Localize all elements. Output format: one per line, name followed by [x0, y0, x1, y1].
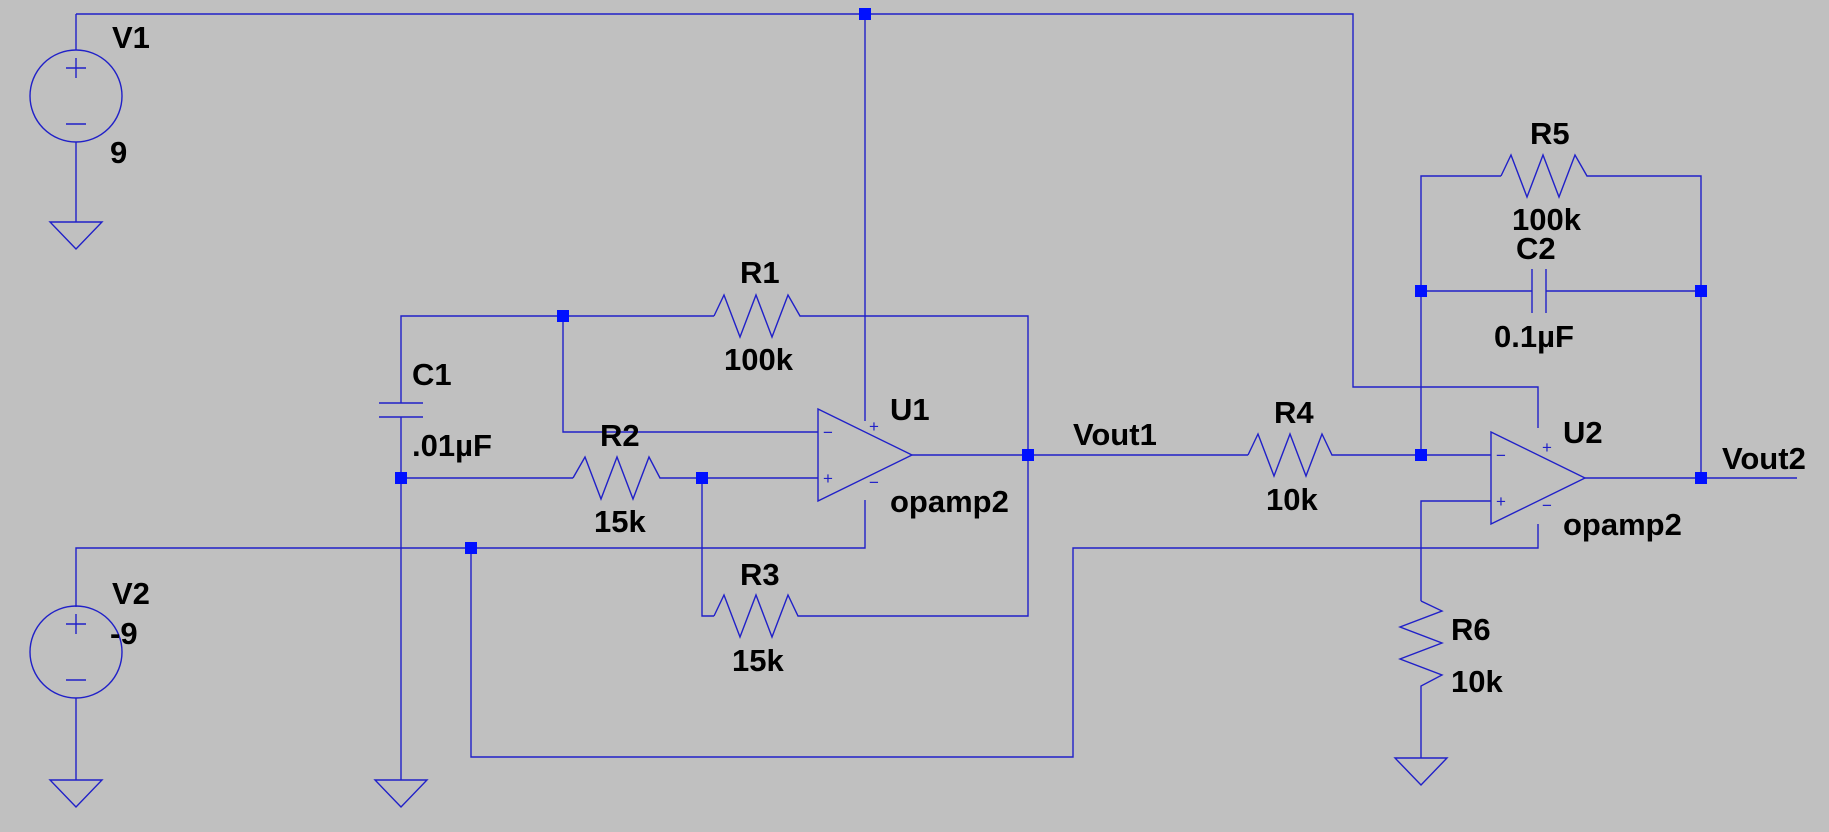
voltage-source-v1[interactable]: V1 9: [29, 20, 150, 170]
wire-r3-right[interactable]: [805, 455, 1029, 617]
capacitor-value: 0.1µF: [1494, 319, 1574, 354]
resistor-name: R1: [740, 255, 780, 290]
pin-vminus-mark: −: [869, 473, 879, 492]
junction-dot[interactable]: [696, 472, 708, 484]
source-name: V2: [112, 576, 150, 611]
resistor-value: 15k: [732, 643, 784, 678]
wire-u1-inv[interactable]: [562, 316, 818, 433]
capacitor-name: C1: [412, 357, 452, 392]
resistor-name: R3: [740, 557, 780, 592]
resistor-r4[interactable]: R4 10k: [1247, 395, 1340, 517]
ground-icon: [48, 779, 104, 809]
wire-c1-top[interactable]: [400, 315, 563, 403]
junction-dot[interactable]: [557, 310, 569, 322]
junction-dot[interactable]: [1415, 285, 1427, 297]
resistor-r2[interactable]: R2 15k: [572, 418, 668, 539]
resistor-value: 100k: [724, 342, 794, 377]
resistor-value: 10k: [1451, 664, 1503, 699]
ground-icon: [373, 779, 429, 809]
resistor-name: R2: [600, 418, 640, 453]
opamp-name: U2: [1563, 415, 1603, 450]
resistor-r5[interactable]: R5 100k: [1500, 116, 1596, 237]
pin-inverting-mark: −: [1496, 446, 1506, 465]
pin-vplus-mark: +: [869, 417, 879, 436]
net-label-vout1[interactable]: Vout1: [1073, 417, 1157, 452]
resistor-r1[interactable]: R1 100k: [713, 255, 810, 377]
resistor-name: R6: [1451, 612, 1491, 647]
net-label-vout2[interactable]: Vout2: [1722, 441, 1806, 476]
pin-noninverting-mark: +: [823, 469, 833, 488]
source-name: V1: [112, 20, 150, 55]
opamp-icon: [1490, 430, 1587, 526]
pin-vminus-mark: −: [1542, 496, 1552, 515]
opamp-icon: [817, 407, 914, 503]
wire-r3-left[interactable]: [701, 478, 714, 617]
junction-dot[interactable]: [1695, 472, 1707, 484]
wire-vplus-rail[interactable]: [76, 13, 1539, 428]
junction-dot[interactable]: [1415, 449, 1427, 461]
resistor-r6[interactable]: R6 10k: [1398, 600, 1503, 699]
resistor-value: 15k: [594, 504, 646, 539]
voltage-source-icon: [29, 49, 123, 143]
junction-dot[interactable]: [1022, 449, 1034, 461]
resistor-icon: [713, 293, 810, 339]
opamp-model: opamp2: [1563, 507, 1682, 542]
resistor-icon: [1398, 600, 1444, 698]
source-value: 9: [110, 135, 127, 170]
resistor-icon: [1500, 153, 1596, 199]
junction-dot[interactable]: [395, 472, 407, 484]
resistor-value: 10k: [1266, 482, 1318, 517]
resistor-value: 100k: [1512, 202, 1582, 237]
wire-r5-right[interactable]: [1596, 175, 1702, 478]
wire-u2-noninv[interactable]: [1420, 500, 1491, 601]
capacitor-c1[interactable]: C1 .01µF: [379, 357, 492, 463]
junction-dot[interactable]: [465, 542, 477, 554]
resistor-r3[interactable]: R3 15k: [713, 557, 805, 678]
resistor-icon: [713, 593, 805, 639]
source-value: -9: [110, 616, 138, 651]
resistor-name: R5: [1530, 116, 1570, 151]
voltage-source-icon: [29, 605, 123, 699]
wire-vminus-loop[interactable]: [470, 524, 1539, 758]
wire-r1-right[interactable]: [810, 315, 1029, 455]
capacitor-name: C2: [1516, 231, 1556, 266]
pin-noninverting-mark: +: [1496, 492, 1506, 511]
ground-icon: [48, 221, 104, 251]
junction-dot[interactable]: [1695, 285, 1707, 297]
ground-icon: [1393, 757, 1449, 787]
capacitor-value: .01µF: [412, 428, 492, 463]
resistor-icon: [572, 455, 668, 501]
grounds: [48, 221, 1449, 809]
resistor-name: R4: [1274, 395, 1314, 430]
opamp-model: opamp2: [890, 484, 1009, 519]
junction-dot[interactable]: [859, 8, 871, 20]
voltage-source-v2[interactable]: V2 -9: [29, 576, 150, 699]
pin-vplus-mark: +: [1542, 438, 1552, 457]
wire-r5-left[interactable]: [1420, 175, 1501, 455]
capacitor-c2[interactable]: C2 0.1µF: [1494, 231, 1574, 354]
opamp-u1[interactable]: − + + − U1 opamp2: [817, 392, 1009, 519]
resistor-icon: [1247, 432, 1340, 478]
opamp-name: U1: [890, 392, 930, 427]
opamp-u2[interactable]: − + + − U2 opamp2: [1490, 415, 1682, 542]
pin-inverting-mark: −: [823, 423, 833, 442]
junctions: [395, 8, 1707, 554]
